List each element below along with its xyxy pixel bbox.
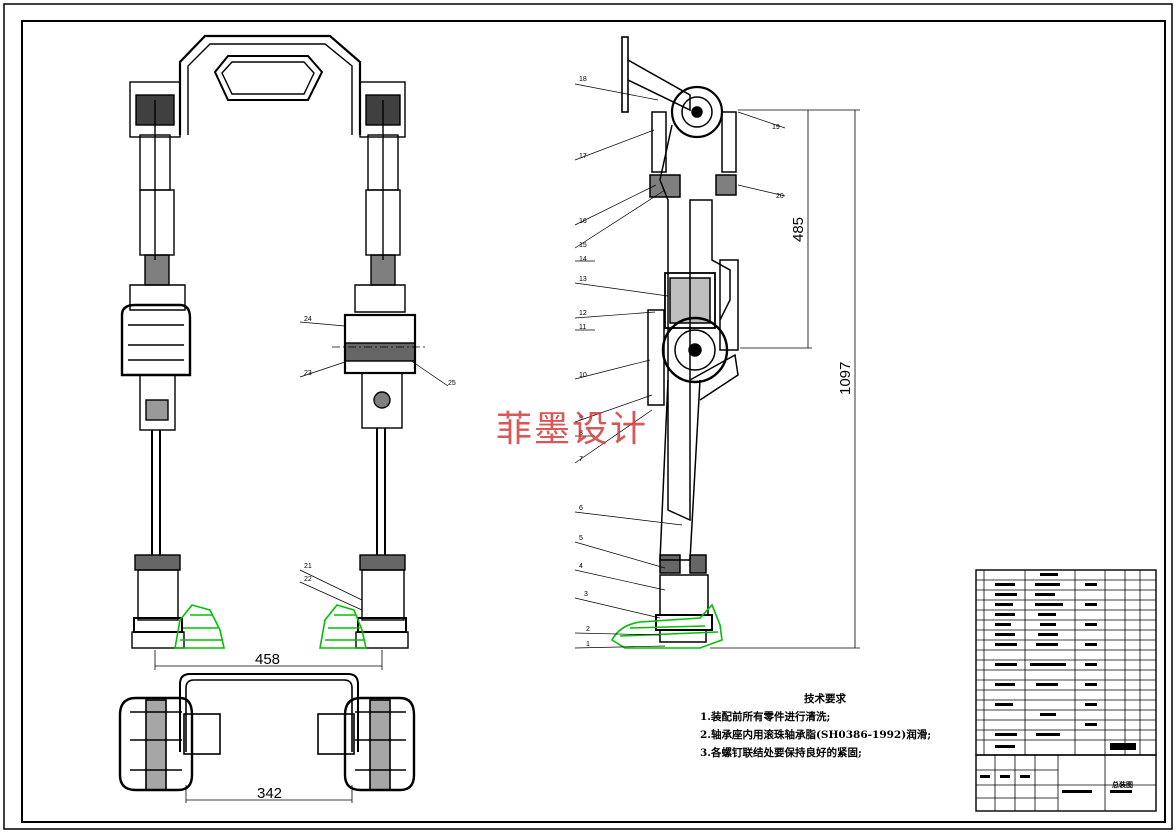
label-6: 6 bbox=[579, 505, 583, 512]
label-2: 2 bbox=[586, 626, 590, 633]
tech-req-title: 技术要求 bbox=[804, 693, 846, 705]
label-25: 25 bbox=[448, 380, 456, 387]
dim-1097-text: 1097 bbox=[837, 362, 854, 395]
dim-342-text: 342 bbox=[257, 785, 282, 802]
label-16: 16 bbox=[579, 218, 587, 225]
label-5: 5 bbox=[579, 535, 583, 542]
dim-458-text: 458 bbox=[255, 651, 280, 668]
front-leaders bbox=[299, 321, 449, 611]
label-11: 11 bbox=[579, 324, 586, 331]
label-14: 14 bbox=[579, 256, 587, 263]
label-17: 17 bbox=[579, 153, 587, 160]
label-22: 22 bbox=[304, 576, 312, 583]
label-21: 21 bbox=[304, 563, 312, 570]
label-10: 10 bbox=[579, 372, 587, 379]
label-13: 13 bbox=[579, 276, 587, 283]
side-dims bbox=[710, 109, 860, 649]
tech-req-item-2: 2.轴承座内用滚珠轴承脂(SH0386-1992)润滑; bbox=[700, 729, 932, 741]
label-3: 3 bbox=[584, 591, 588, 598]
label-15: 15 bbox=[579, 242, 587, 249]
bom-text-marks bbox=[980, 573, 1136, 793]
label-7: 7 bbox=[579, 456, 583, 463]
front-view bbox=[120, 34, 428, 649]
label-8: 8 bbox=[579, 430, 583, 437]
title-block-drawing-name: 总装图 bbox=[1112, 781, 1133, 789]
label-24: 24 bbox=[304, 316, 312, 323]
bom-table bbox=[975, 569, 1157, 812]
tech-req-item-3: 3.各螺钉联结处要保持良好的紧固; bbox=[700, 747, 862, 759]
side-leaders bbox=[574, 83, 786, 649]
label-20: 20 bbox=[776, 193, 784, 200]
top-view bbox=[118, 673, 416, 792]
dim-458 bbox=[154, 650, 383, 670]
label-1: 1 bbox=[586, 641, 590, 648]
label-19: 19 bbox=[772, 124, 780, 131]
label-4: 4 bbox=[579, 563, 583, 570]
label-12: 12 bbox=[579, 310, 587, 317]
watermark-text: 菲墨设计 bbox=[496, 409, 649, 450]
outer-border bbox=[3, 3, 1173, 830]
front-shoes bbox=[174, 604, 367, 649]
tech-req-item-1: 1.装配前所有零件进行清洗; bbox=[700, 711, 831, 723]
technical-requirements: 技术要求 1.装配前所有零件进行清洗; 2.轴承座内用滚珠轴承脂(SH0386-… bbox=[700, 690, 940, 762]
dim-342 bbox=[185, 785, 353, 803]
dim-485-text: 485 bbox=[790, 217, 807, 242]
label-9: 9 bbox=[579, 415, 583, 422]
label-23: 23 bbox=[304, 370, 312, 377]
label-18: 18 bbox=[579, 76, 587, 83]
inner-border bbox=[21, 20, 1166, 823]
side-view bbox=[621, 36, 739, 643]
